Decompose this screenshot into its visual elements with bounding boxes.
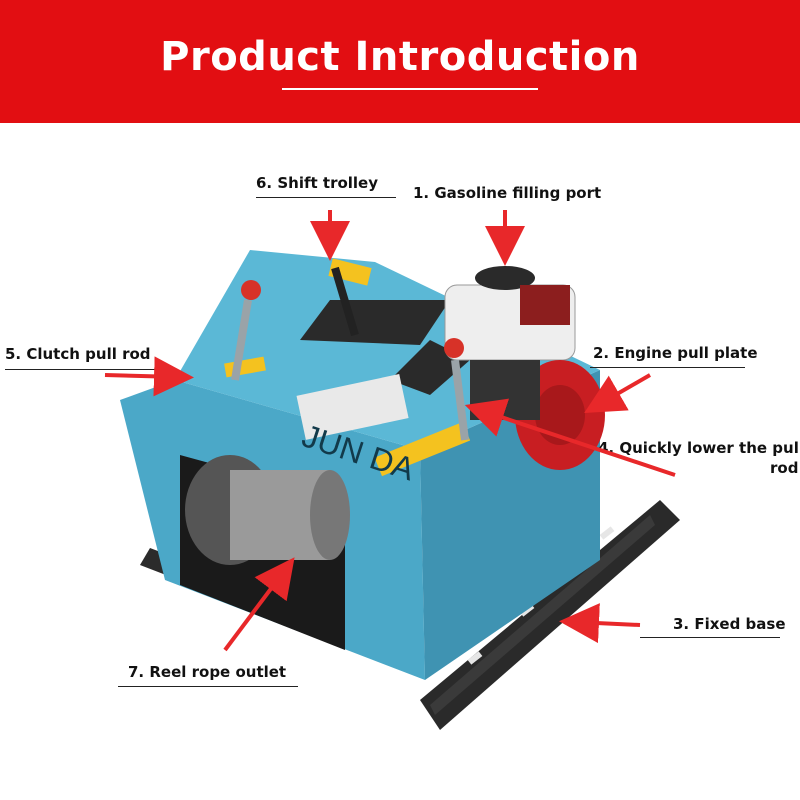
winch-machine-image: JUN DA (120, 250, 680, 730)
callout-label-5: 5. Clutch pull rod (5, 345, 151, 363)
clutch-lever-knob (241, 280, 261, 300)
callout-label-7: 7. Reel rope outlet (128, 663, 287, 681)
callout-label-6: 6. Shift trolley (256, 174, 379, 192)
page-title: Product Introduction (160, 34, 640, 80)
callout-label-4-line2: rod (770, 459, 799, 477)
title-underline (282, 88, 538, 90)
callout-label-1: 1. Gasoline filling port (413, 184, 602, 202)
header-banner: Product Introduction (0, 0, 800, 123)
callout-label-2: 2. Engine pull plate (593, 344, 758, 362)
callout-underline-3 (640, 637, 780, 638)
lower-lever-knob (444, 338, 464, 358)
callout-underline-7 (118, 686, 298, 687)
callout-label-3: 3. Fixed base (673, 615, 786, 633)
callout-label-4: 4. Quickly lower the pull (598, 439, 800, 457)
callout-underline-6 (256, 197, 396, 198)
callout-underline-5 (5, 369, 170, 370)
callout-underline-2 (590, 367, 745, 368)
